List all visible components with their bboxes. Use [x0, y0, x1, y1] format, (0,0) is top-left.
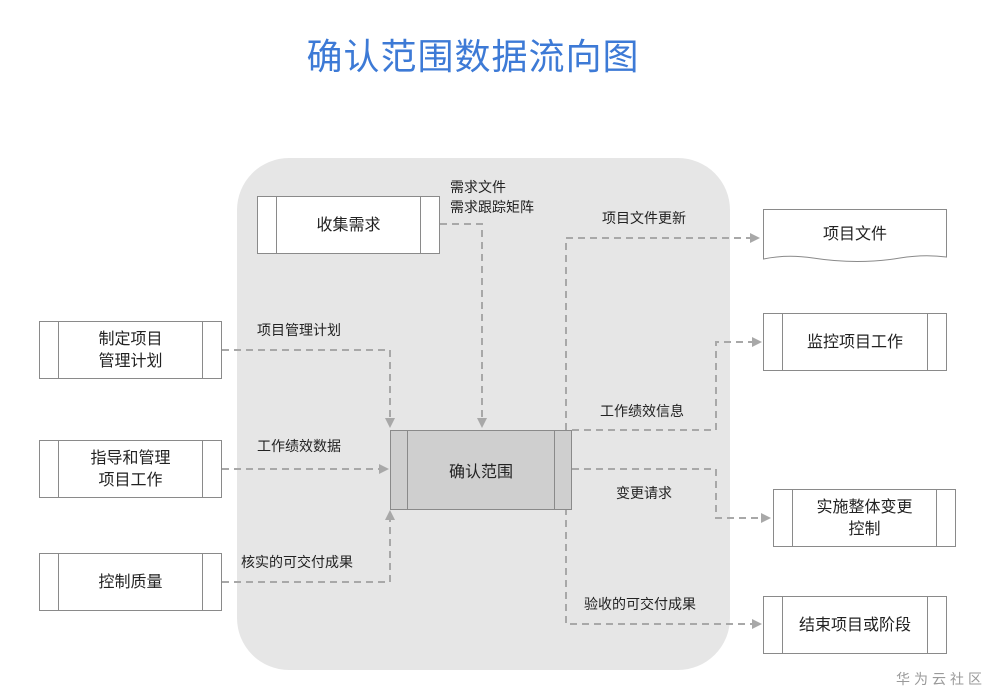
node-plan-scope-management: 制定项目 管理计划 — [39, 321, 222, 379]
flow-pm-plan — [222, 349, 395, 428]
node-plan-scope-line1: 制定项目 — [98, 329, 163, 348]
node-collect-requirements: 收集需求 — [257, 196, 440, 254]
flow-accepted-deliverables — [565, 508, 762, 629]
flow-doc-updates — [565, 233, 760, 430]
node-direct-work-label: 指导和管理 项目工作 — [90, 447, 170, 491]
flow-change-requests — [572, 468, 771, 523]
node-direct-work-line1: 指导和管理 — [90, 448, 171, 467]
node-integrated-change-control: 实施整体变更 控制 — [773, 489, 956, 547]
node-validate-scope-label: 确认范围 — [448, 462, 513, 481]
node-close-project: 结束项目或阶段 — [763, 596, 947, 654]
flow-label-requirements-line1: 需求文件 — [450, 180, 506, 196]
node-project-documents-shape — [763, 209, 947, 262]
node-integrated-change-line1: 实施整体变更 — [816, 497, 913, 516]
flow-label-doc-updates: 项目文件更新 — [602, 211, 686, 227]
diagram-title: 确认范围数据流向图 — [306, 37, 640, 78]
node-collect-requirements-label: 收集需求 — [316, 215, 381, 234]
flow-label-requirements-line2: 需求跟踪矩阵 — [450, 200, 534, 216]
flow-label-pm-plan: 项目管理计划 — [257, 323, 341, 339]
flow-label-accepted-deliverables: 验收的可交付成果 — [584, 597, 696, 613]
node-plan-scope-line2: 管理计划 — [98, 351, 163, 370]
node-direct-work-line2: 项目工作 — [98, 470, 163, 489]
flow-label-verified-deliverables: 核实的可交付成果 — [241, 555, 353, 571]
node-validate-scope: 确认范围 — [390, 430, 572, 510]
node-monitor-work-label: 监控项目工作 — [806, 332, 903, 351]
watermark: 华为云社区 — [896, 672, 986, 688]
node-control-quality: 控制质量 — [39, 553, 222, 611]
flow-label-change-requests: 变更请求 — [616, 486, 672, 502]
node-close-project-label: 结束项目或阶段 — [798, 615, 911, 634]
node-plan-scope-label: 制定项目 管理计划 — [98, 328, 162, 372]
node-control-quality-label: 控制质量 — [98, 572, 163, 591]
node-integrated-change-label: 实施整体变更 控制 — [816, 496, 912, 540]
node-monitor-control-work: 监控项目工作 — [763, 313, 947, 371]
flow-work-info — [572, 337, 762, 431]
flow-label-work-data: 工作绩效数据 — [257, 439, 341, 455]
node-project-documents-label: 项目文件 — [822, 224, 887, 243]
flow-label-work-info: 工作绩效信息 — [600, 404, 684, 420]
flow-verified-deliverables — [222, 510, 395, 583]
node-direct-manage-work: 指导和管理 项目工作 — [39, 440, 222, 498]
flow-label-requirements-docs: 需求文件 需求跟踪矩阵 — [450, 178, 534, 218]
flow-requirements — [440, 223, 487, 428]
node-integrated-change-line2: 控制 — [848, 519, 881, 538]
